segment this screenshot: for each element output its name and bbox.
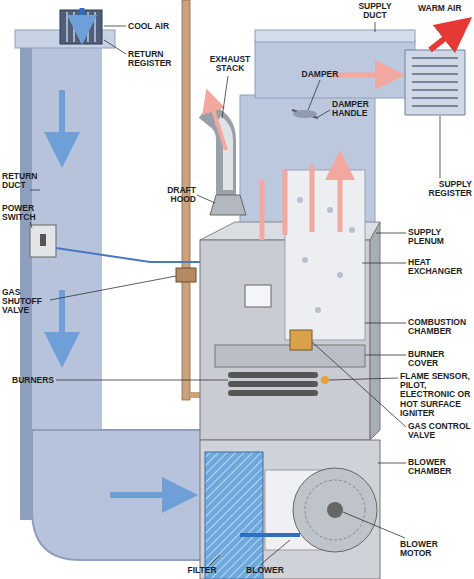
part-label: EXHAUST STACK xyxy=(200,55,260,73)
part-label: SUPPLY PLENUM xyxy=(408,228,474,246)
leader-line xyxy=(30,190,40,191)
return-duct xyxy=(15,8,205,560)
part-label: DRAFT HOOD xyxy=(148,186,196,204)
leader-line xyxy=(197,195,215,203)
wheel-blades xyxy=(305,480,365,540)
blower-wheel xyxy=(293,468,377,552)
leader-line xyxy=(318,110,330,117)
leader-line xyxy=(365,323,406,324)
power-wire xyxy=(56,248,205,262)
part-label: DAMPER xyxy=(295,70,345,79)
blower-arrow xyxy=(240,533,300,537)
leader-line xyxy=(362,263,406,264)
part-label: GAS SHUTOFF VALVE xyxy=(2,288,57,316)
part-label: WARM AIR xyxy=(418,4,474,13)
burner-tube xyxy=(228,372,318,378)
exhaust-stack xyxy=(205,100,246,215)
part-label: SUPPLY DUCT xyxy=(350,2,400,20)
leader-line xyxy=(56,380,228,381)
leader-line xyxy=(343,512,405,538)
control-panel xyxy=(245,285,271,307)
airflow-arrow xyxy=(59,90,65,150)
part-label: RETURN REGISTER xyxy=(128,50,198,68)
duct-elbow xyxy=(32,430,205,560)
switch-box xyxy=(30,225,56,257)
dimple xyxy=(327,207,333,213)
warm-air-arrows xyxy=(262,165,340,240)
leader-line xyxy=(30,222,32,228)
dimple xyxy=(302,257,308,263)
dimple xyxy=(315,307,321,313)
part-label: FLAME SENSOR, PILOT, ELECTRONIC OR HOT S… xyxy=(400,372,474,418)
leader-line xyxy=(308,80,320,110)
leader-lines xyxy=(30,22,440,565)
damper-handle xyxy=(292,110,318,118)
leader-line xyxy=(104,40,126,54)
part-label: BLOWER CHAMBER xyxy=(408,458,474,476)
part-label: BURNERS xyxy=(12,376,62,385)
dimple xyxy=(337,272,343,278)
leader-line xyxy=(104,26,126,27)
leader-line xyxy=(375,22,376,32)
shutoff-valve xyxy=(176,268,196,282)
leader-line xyxy=(365,355,406,356)
burner-tube xyxy=(228,381,318,387)
damper xyxy=(293,110,317,118)
draft-hood xyxy=(210,195,246,215)
warm-air-arrow xyxy=(430,28,458,50)
furnace-cabinet xyxy=(200,165,380,440)
exchanger-dimples xyxy=(297,197,355,313)
cabinet-side xyxy=(370,222,380,440)
airflow-arrow xyxy=(59,290,65,350)
leader-line xyxy=(378,463,406,464)
part-label: SUPPLY REGISTER xyxy=(408,180,472,198)
part-label: COOL AIR xyxy=(128,22,188,31)
duct-top xyxy=(255,30,415,42)
chamber-box xyxy=(200,440,380,579)
part-label: COMBUSTION CHAMBER xyxy=(408,318,474,336)
heat-exchanger xyxy=(285,170,365,340)
igniter xyxy=(321,376,329,384)
part-label: GAS CONTROL VALVE xyxy=(408,422,474,440)
part-label: BURNER COVER xyxy=(408,350,474,368)
leader-line xyxy=(440,116,441,178)
dimple xyxy=(349,227,355,233)
filter xyxy=(205,452,263,579)
gas-control-valve xyxy=(290,330,312,350)
cool-air-arrow xyxy=(80,8,85,30)
burner-tube xyxy=(228,390,318,396)
duct-run xyxy=(255,40,415,98)
burners xyxy=(228,372,318,396)
part-label: BLOWER MOTOR xyxy=(400,540,460,558)
leader-line xyxy=(376,233,406,234)
warm-flow-arrow xyxy=(330,73,390,78)
switch-toggle xyxy=(40,234,46,246)
part-label: POWER SWITCH xyxy=(2,204,52,222)
leader-line xyxy=(312,342,406,427)
duct-side xyxy=(20,40,32,520)
leader-line xyxy=(260,540,290,565)
supply-register xyxy=(405,50,465,115)
part-label: BLOWER xyxy=(240,566,290,575)
power-switch xyxy=(30,225,205,262)
airflow-arrow xyxy=(110,492,180,498)
part-label: RETURN DUCT xyxy=(2,172,52,190)
blower-chamber xyxy=(200,440,380,579)
register-slats xyxy=(412,58,458,106)
dimple xyxy=(297,197,303,203)
leader-line xyxy=(50,276,176,300)
leader-line xyxy=(210,555,220,565)
part-label: DAMPER HANDLE xyxy=(332,100,392,118)
leader-line xyxy=(222,76,228,118)
part-label: HEAT EXCHANGER xyxy=(408,258,474,276)
part-label: FILTER xyxy=(182,566,222,575)
leader-line xyxy=(329,378,398,380)
blower-motor-hub xyxy=(327,502,343,518)
